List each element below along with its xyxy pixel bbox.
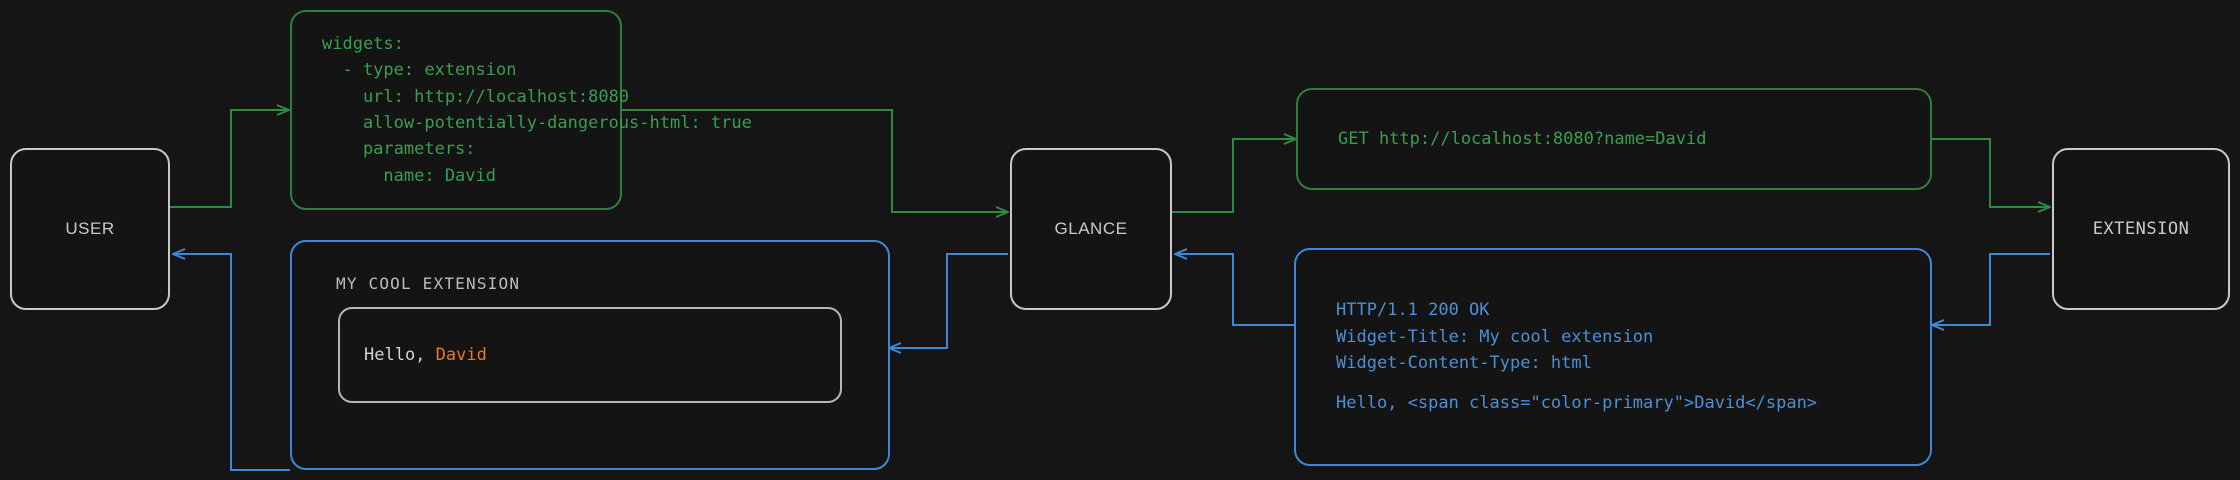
rendered-widget-content-frame: Hello, David — [338, 307, 842, 403]
response-line: Hello, <span class="color-primary">David… — [1336, 393, 1818, 414]
node-extension[interactable]: EXTENSION — [2052, 148, 2230, 310]
response-line: Widget-Title: My cool extension — [1336, 326, 1654, 347]
edge-widget-to-user — [173, 254, 290, 471]
edge-extension-to-response — [1932, 253, 2050, 325]
config-line: url: http://localhost:8080 — [322, 86, 630, 107]
config-line: allow-potentially-dangerous-html: true — [322, 113, 752, 133]
node-glance-label: GLANCE — [1054, 219, 1128, 238]
node-user-label: USER — [65, 219, 115, 238]
rendered-widget-greeting: Hello, — [364, 345, 436, 365]
config-line: parameters: — [322, 139, 476, 160]
node-extension-label: EXTENSION — [2092, 219, 2190, 239]
node-user[interactable]: USER — [10, 148, 170, 310]
config-line: widgets: — [322, 33, 404, 54]
edge-glance-to-widget — [889, 253, 1008, 348]
node-glance[interactable]: GLANCE — [1010, 148, 1172, 310]
rendered-widget-box: MY COOL EXTENSION Hello, David — [290, 240, 890, 470]
rendered-widget-title: MY COOL EXTENSION — [336, 274, 521, 293]
config-line: - type: extension — [322, 60, 517, 81]
edge-glance-to-request — [1172, 139, 1296, 213]
rendered-widget-name: David — [435, 345, 487, 365]
response-box: HTTP/1.1 200 OK Widget-Title: My cool ex… — [1294, 248, 1932, 466]
edge-response-to-glance — [1175, 254, 1294, 326]
response-line: HTTP/1.1 200 OK — [1336, 300, 1490, 321]
config-line: name: David — [322, 165, 496, 186]
request-line: GET http://localhost:8080?name=David — [1338, 128, 1707, 149]
response-line: Widget-Content-Type: html — [1336, 353, 1592, 373]
config-box: widgets: - type: extension url: http://l… — [290, 10, 752, 210]
edge-user-to-config — [170, 110, 289, 208]
response-line-blank — [1326, 376, 1900, 390]
request-box: GET http://localhost:8080?name=David — [1296, 88, 1932, 190]
edge-request-to-extension — [1930, 138, 2050, 207]
